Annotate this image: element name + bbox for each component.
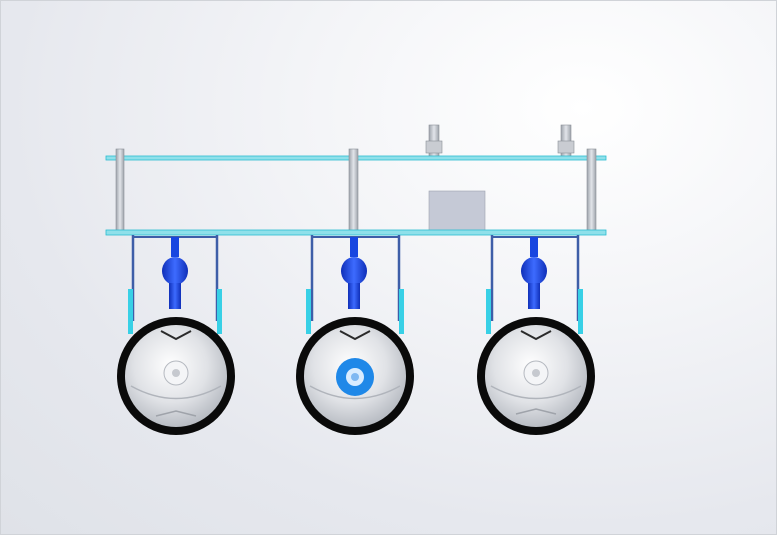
standoff-left	[115, 148, 125, 232]
wheel-center	[296, 317, 414, 435]
suspension-bracket	[128, 235, 222, 334]
drive-motor	[162, 237, 188, 309]
controller-box	[428, 190, 486, 232]
drive-motor	[341, 237, 367, 309]
drive-motor	[521, 237, 547, 309]
standoff-right	[586, 148, 597, 232]
wheel-left	[117, 317, 235, 435]
wheel-right	[477, 317, 595, 435]
standoff-middle	[348, 148, 359, 232]
lower-plate	[105, 229, 607, 236]
wheel-module-left	[117, 235, 235, 435]
suspension-bracket	[486, 235, 583, 334]
wheel-module-center	[296, 235, 414, 435]
top-standoff-2	[557, 124, 575, 158]
top-standoff-1	[425, 124, 443, 158]
wheel-module-right	[477, 235, 595, 435]
